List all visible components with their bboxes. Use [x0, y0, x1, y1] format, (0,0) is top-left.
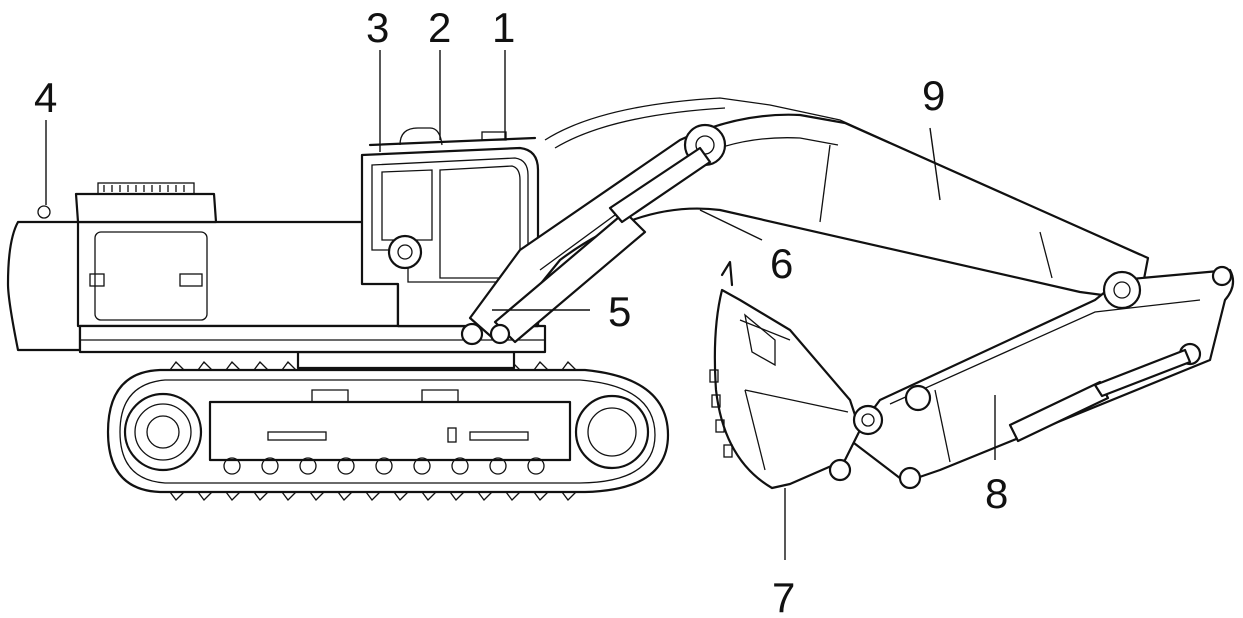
bucket [709, 260, 884, 490]
callout-7: 7 [772, 574, 795, 618]
swing-bearing [296, 350, 516, 370]
track-assembly [106, 361, 670, 501]
callout-4: 4 [34, 74, 57, 121]
operator-cab [360, 127, 540, 328]
callout-6: 6 [770, 240, 793, 287]
callout-5: 5 [608, 288, 631, 335]
callout-8: 8 [985, 470, 1008, 517]
callout-2: 2 [428, 4, 451, 51]
callout-9: 9 [922, 72, 945, 119]
engine-hood [74, 192, 218, 224]
arm [848, 265, 1235, 490]
callout-3: 3 [366, 4, 389, 51]
boom [460, 97, 1150, 346]
leader-lines [45, 50, 996, 560]
callout-1: 1 [492, 4, 515, 51]
counterweight [6, 220, 82, 352]
